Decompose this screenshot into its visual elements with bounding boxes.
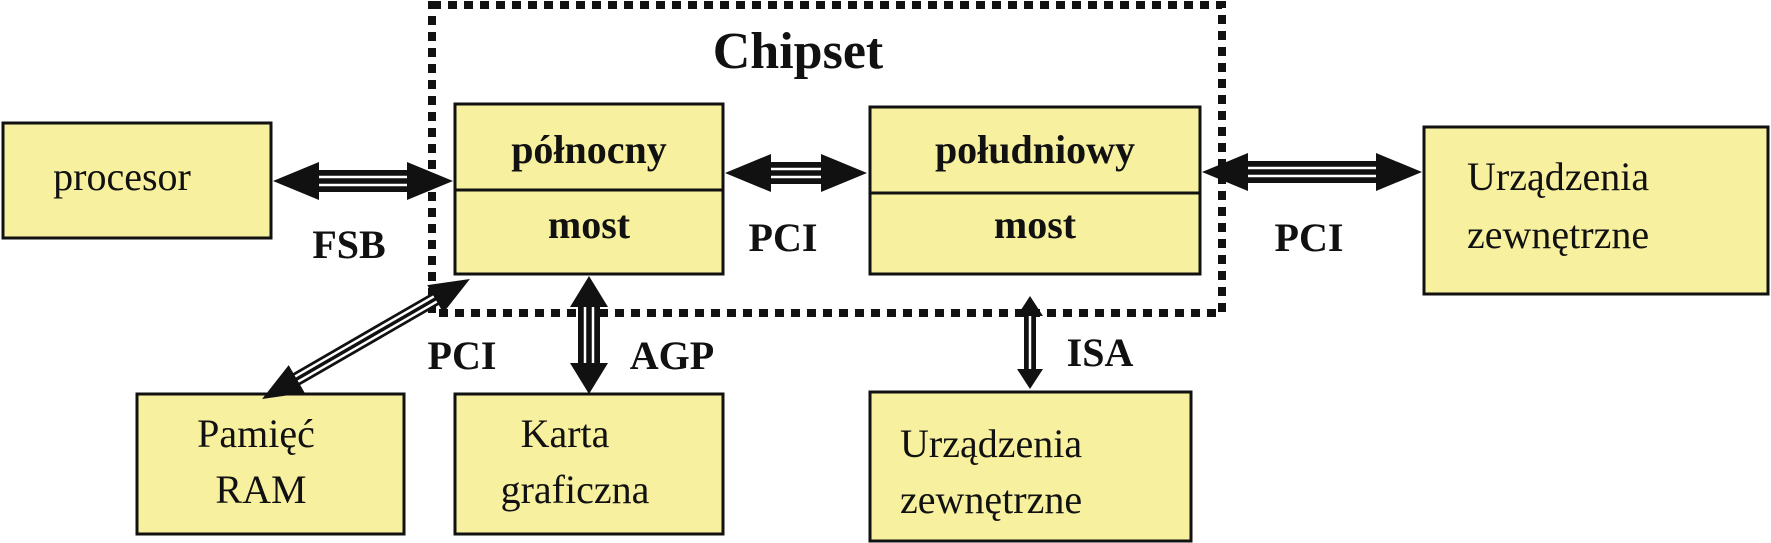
chipset-title: Chipset <box>713 23 884 80</box>
external-devices-bottom-line1: Urządzenia <box>900 421 1082 466</box>
isa-label: ISA <box>1067 330 1134 375</box>
northbridge-bottom-label: most <box>548 202 631 247</box>
north-ram-pci-arrow <box>262 279 470 399</box>
chipset-boundary <box>428 1 1226 317</box>
ram-box: Pamięć RAM <box>135 392 406 536</box>
ram-line2: RAM <box>215 467 306 512</box>
fsb-label: FSB <box>312 222 385 267</box>
northbridge-box: północny most <box>453 102 725 276</box>
fsb-arrow <box>273 162 453 200</box>
agp-label: AGP <box>630 333 714 378</box>
north-south-pci-arrow <box>725 154 867 192</box>
external-devices-bottom-line2: zewnętrzne <box>900 477 1082 522</box>
southbridge-top-label: południowy <box>935 127 1135 172</box>
external-devices-right-box: Urządzenia zewnętrzne <box>1422 125 1770 296</box>
south-external-pci-label: PCI <box>1275 215 1344 260</box>
graphics-card-box: Karta graficzna <box>453 392 725 536</box>
agp-arrow <box>570 276 608 394</box>
northbridge-top-label: północny <box>511 127 667 172</box>
ram-line1: Pamięć <box>197 411 315 456</box>
isa-arrow <box>1017 296 1043 389</box>
cpu-box: procesor <box>1 121 273 240</box>
external-devices-right-line2: zewnętrzne <box>1467 212 1649 257</box>
cpu-label: procesor <box>53 154 191 199</box>
south-external-pci-arrow <box>1202 153 1422 191</box>
southbridge-box: południowy most <box>868 105 1202 276</box>
external-devices-bottom-box: Urządzenia zewnętrzne <box>868 390 1193 543</box>
north-ram-pci-label: PCI <box>428 333 497 378</box>
graphics-card-line1: Karta <box>521 411 610 456</box>
external-devices-right-line1: Urządzenia <box>1467 154 1649 199</box>
graphics-card-line2: graficzna <box>501 467 650 512</box>
north-south-pci-label: PCI <box>749 215 818 260</box>
southbridge-bottom-label: most <box>994 202 1077 247</box>
